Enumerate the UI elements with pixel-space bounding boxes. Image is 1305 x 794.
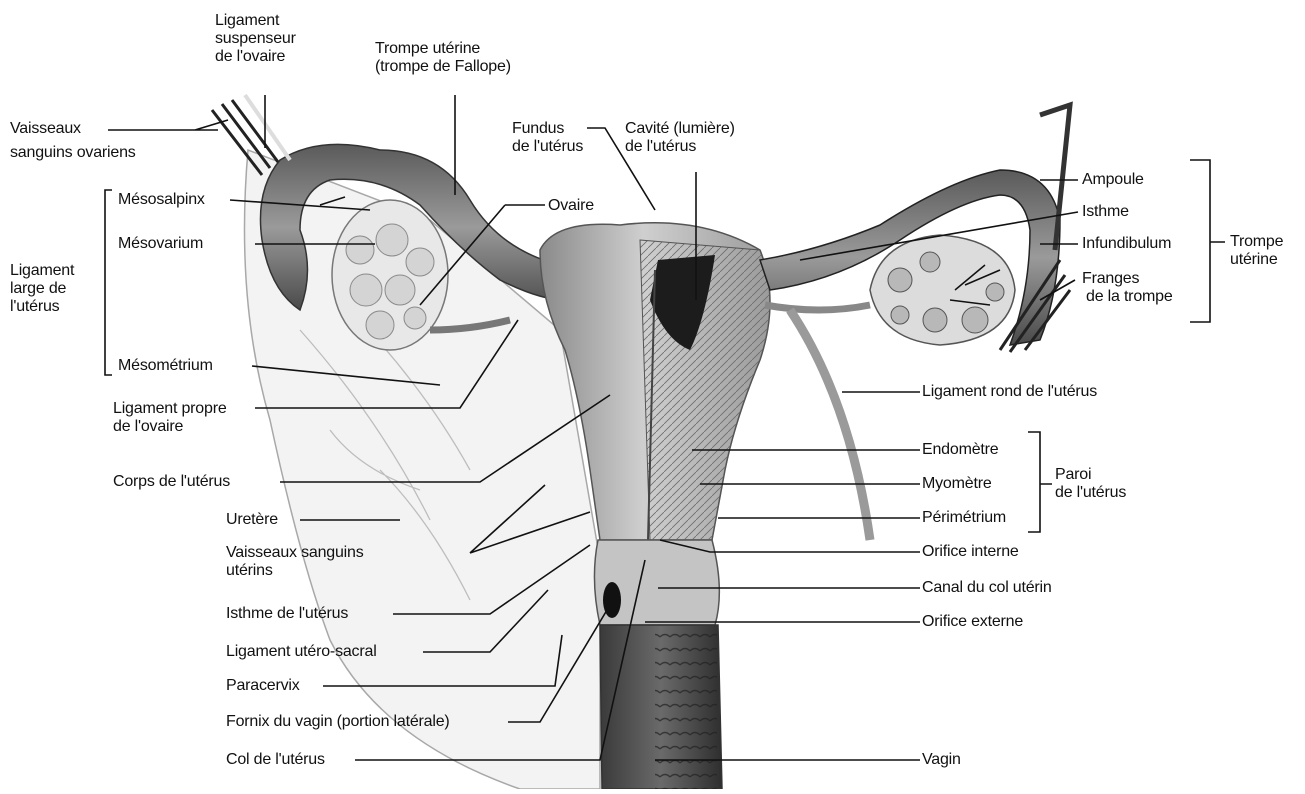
label-col: Col de l'utérus [226, 751, 325, 769]
label-uretere: Uretère [226, 511, 278, 529]
label-trompe-uterine-right: Trompe utérine [1230, 233, 1283, 269]
label-corps: Corps de l'utérus [113, 473, 230, 491]
label-orifice-interne: Orifice interne [922, 543, 1019, 561]
label-infundibulum: Infundibulum [1082, 235, 1171, 253]
label-ligament-suspenseur: Ligament suspenseur de l'ovaire [215, 12, 296, 66]
label-ligament-utero-sacral: Ligament utéro-sacral [226, 643, 377, 661]
label-orifice-externe: Orifice externe [922, 613, 1023, 631]
label-isthme-uterus: Isthme de l'utérus [226, 605, 348, 623]
label-paracervix: Paracervix [226, 677, 300, 695]
label-trompe-uterine-top: Trompe utérine (trompe de Fallope) [375, 40, 511, 76]
label-isthme: Isthme [1082, 203, 1129, 221]
label-cavite: Cavité (lumière) de l'utérus [625, 120, 735, 156]
label-vagin: Vagin [922, 751, 961, 769]
label-mesosalpinx: Mésosalpinx [118, 191, 205, 209]
label-paroi: Paroi de l'utérus [1055, 466, 1126, 502]
label-mesovarium: Mésovarium [118, 235, 203, 253]
label-vaisseaux-uterins: Vaisseaux sanguins utérins [226, 544, 364, 580]
label-ligament-propre: Ligament propre de l'ovaire [113, 400, 227, 436]
label-mesometrium: Mésométrium [118, 357, 213, 375]
label-vaisseaux-ovariens: Vaisseaux sanguins ovariens [10, 120, 136, 162]
label-fundus: Fundus de l'utérus [512, 120, 583, 156]
label-ovaire: Ovaire [548, 197, 594, 215]
label-perimetrium: Périmétrium [922, 509, 1006, 527]
label-ligament-rond: Ligament rond de l'utérus [922, 383, 1097, 401]
label-endometre: Endomètre [922, 441, 998, 459]
label-myometre: Myomètre [922, 475, 992, 493]
label-ligament-large: Ligament large de l'utérus [10, 262, 74, 316]
label-franges: Franges de la trompe [1082, 270, 1173, 306]
label-ampoule: Ampoule [1082, 171, 1144, 189]
label-fornix: Fornix du vagin (portion latérale) [226, 713, 450, 731]
label-canal-col: Canal du col utérin [922, 579, 1052, 597]
